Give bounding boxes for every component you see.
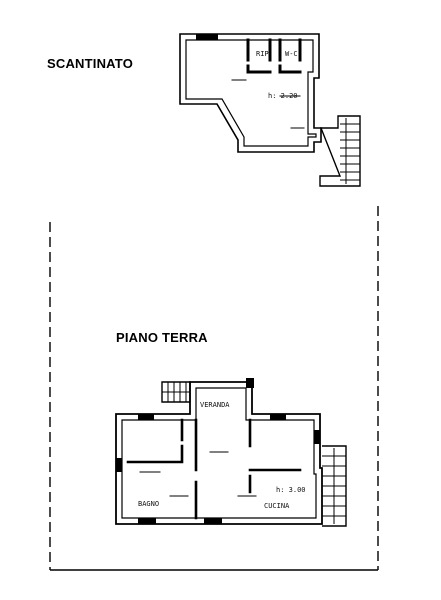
ground-front-staircase <box>161 381 191 403</box>
basement-inner-wall <box>185 39 317 147</box>
ground-label-veranda: VERANDA <box>200 401 230 409</box>
window-mark-5 <box>116 458 122 472</box>
basement-label-height: h: 2.20 <box>268 92 298 100</box>
basement-plan <box>179 33 322 153</box>
window-mark-6 <box>314 430 320 444</box>
window-mark-1 <box>138 414 154 420</box>
basement-title: SCANTINATO <box>47 56 134 71</box>
veranda-post <box>246 378 254 388</box>
ground-label-kitchen: CUCINA <box>264 502 290 510</box>
basement-partition-rip <box>246 38 272 74</box>
ground-label-bath: BAGNO <box>138 500 159 508</box>
window-mark-2 <box>270 414 286 420</box>
ground-partition-kitchen <box>248 418 302 494</box>
basement-door-marks <box>231 79 305 129</box>
ground-floor-title: PIANO TERRA <box>116 330 208 345</box>
ground-label-height: h: 3.00 <box>276 486 306 494</box>
basement-window-mark <box>196 34 218 40</box>
ground-side-staircase <box>322 445 347 527</box>
basement-label-storage: RIP <box>256 50 269 58</box>
ground-inner-wall <box>121 387 317 519</box>
basement-partition-wc <box>278 38 302 74</box>
basement-staircase <box>319 115 361 187</box>
window-mark-4 <box>204 518 222 524</box>
ground-partition-bath <box>126 418 184 464</box>
basement-outer-wall <box>179 33 322 153</box>
lot-boundary <box>49 206 379 571</box>
basement-label-wc: W-C <box>285 50 298 58</box>
ground-door-marks <box>139 451 257 497</box>
window-mark-3 <box>138 518 156 524</box>
